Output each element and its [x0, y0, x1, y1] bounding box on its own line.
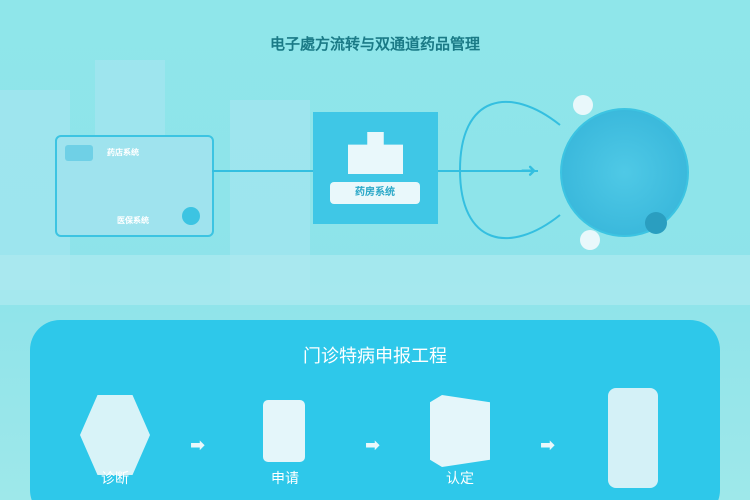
process-panel: 门诊特病申报工程 诊断 ➡ 申请 ➡ 认定 ➡: [30, 320, 720, 500]
pharmacy-system-card: 药店系统 医保系统: [55, 135, 214, 237]
center-label: 药房系统: [330, 182, 420, 204]
bottom-label: 医保系统: [117, 216, 149, 225]
network-globe-icon: [560, 108, 689, 237]
step-apply: 申请: [271, 471, 299, 487]
node-icon: [580, 230, 600, 250]
step-diagnosis: 诊断: [101, 471, 129, 487]
node-icon: [645, 212, 667, 234]
process-title: 门诊特病申报工程: [303, 346, 447, 367]
clipboard-grid-icon: [263, 400, 305, 462]
arrow-icon: ➡: [540, 435, 556, 456]
box-icon: [430, 395, 490, 467]
camera-icon: [182, 207, 200, 225]
page-title: 电子處方流转与双通道药品管理: [269, 35, 480, 53]
document-phone-icon: [608, 388, 658, 488]
arrow-right-icon: ➜: [520, 158, 537, 182]
flow-label: 药店系统: [107, 148, 139, 157]
arrow-icon: ➡: [190, 435, 206, 456]
ground: [0, 255, 750, 305]
arrow-line: [438, 170, 538, 172]
connector-line: [212, 170, 314, 172]
arrow-icon: ➡: [365, 435, 381, 456]
app-icon: [65, 145, 93, 161]
curve-lines: [459, 100, 561, 240]
pharmacy-box: [313, 112, 438, 224]
hospital-icon: [348, 132, 403, 174]
step-confirm: 认定: [446, 471, 474, 487]
hexagon-eye-icon: [80, 395, 150, 475]
background-building: [95, 60, 165, 140]
node-icon: [573, 95, 593, 115]
